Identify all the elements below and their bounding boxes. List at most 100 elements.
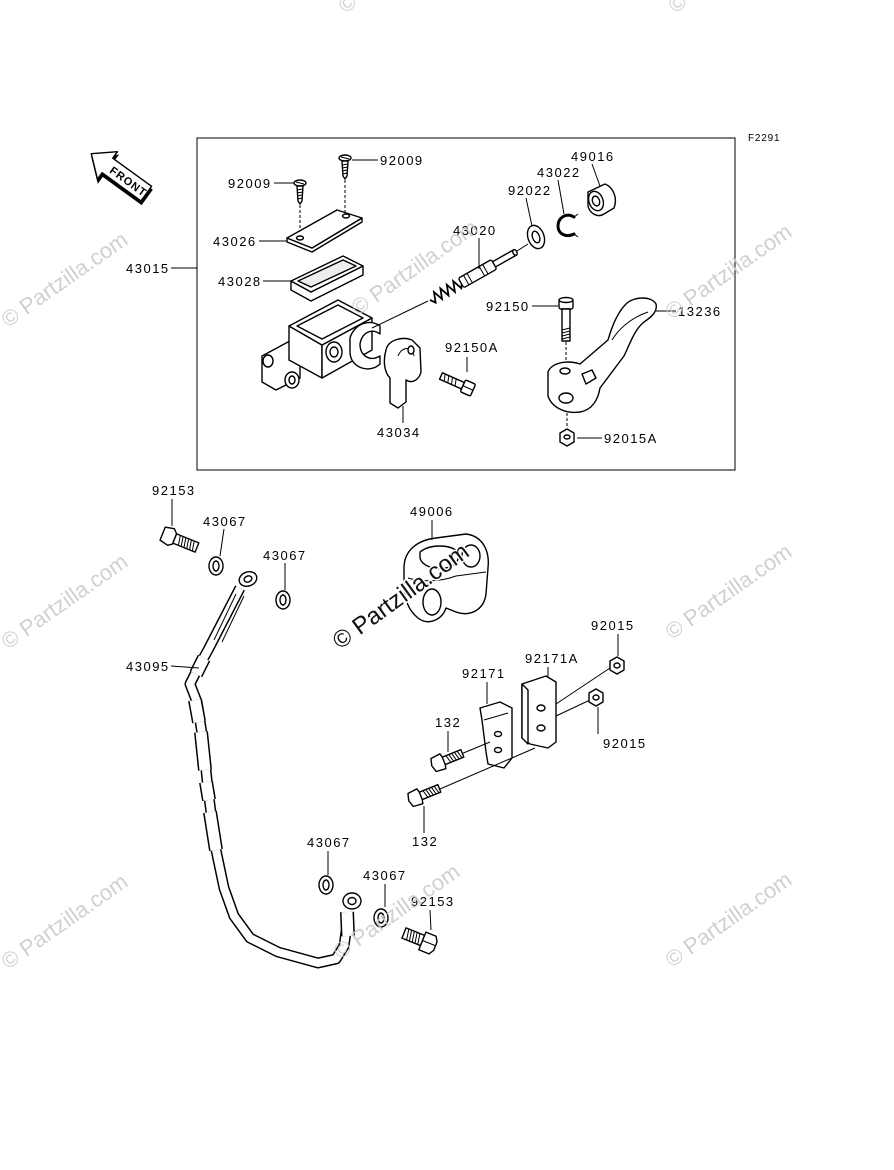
washer-43067-a [208,556,224,576]
callout-92171: 92171 [462,666,506,681]
lever-pivot-hole [558,392,574,404]
callout-43067-c: 43067 [307,835,351,850]
lever-adjuster [581,369,597,385]
callout-43067-d: 43067 [363,868,407,883]
clamp-body [383,337,422,409]
nut-hole [613,662,621,669]
callout-92153-lower: 92153 [411,894,455,909]
bolt-132-upper [430,748,465,773]
banjo-eye-bottom-hole [347,896,357,906]
axis-line [516,243,529,252]
callout-43026: 43026 [213,234,257,249]
callout-92009-top: 92009 [380,153,424,168]
banjo-eye-top-hole [243,575,253,583]
circlip-ring [556,213,576,238]
cap-hole [295,235,305,241]
screw-slot [295,181,305,185]
nut-92015-lower [588,688,604,707]
assembly-frame [196,137,736,471]
bolt-head [159,526,178,547]
watermark: © Partzilla.com [661,219,797,325]
callout-43022: 43022 [537,165,581,180]
housing-seam [407,571,487,582]
hose-fitting [213,593,245,643]
bolt-thread [445,750,463,763]
washer-inner [531,230,541,244]
diaphragm-inner [297,259,357,288]
boot-hole [591,195,601,207]
piston-rod-end [511,248,518,256]
bolt-thread [177,535,195,552]
bolt-shaft [441,748,465,766]
cap-hole [341,213,351,219]
axis-line [371,300,429,329]
bracket-92171A [521,675,557,749]
diaphragm-43028 [290,255,364,302]
screw-92009-left [293,179,307,205]
front-arrow-icon: FRONT [90,150,153,206]
callout-92153-top: 92153 [152,483,196,498]
washer-inner [279,594,287,606]
circlip-43022 [556,213,579,238]
reservoir-cap-43026 [286,209,363,253]
callout-43015: 43015 [126,261,170,276]
clutch-lever-13236 [547,297,658,414]
brake-hose-43095 [184,571,362,969]
callout-92009-left: 92009 [228,176,272,191]
piston-grooves [463,264,489,286]
callout-92150: 92150 [486,299,530,314]
piston-body [458,259,497,288]
screw-slot [340,156,350,160]
washer-inner [377,912,385,924]
bracket-bend [483,712,509,721]
bolt-thread [443,373,457,387]
housing-bore [422,588,442,616]
watermark: © Partzilla.com [0,869,132,975]
body-clamp [349,321,381,370]
front-arrow-body [90,150,153,202]
circlip-tabs [573,213,579,238]
master-cylinder-body [261,299,381,391]
bolt-132-lower [407,783,442,808]
figure-code: F2291 [748,133,780,144]
callout-43067-b: 43067 [263,548,307,563]
cap-top [286,209,363,249]
lever-edge [611,311,649,341]
bolt-head-edge [422,940,436,947]
watermark: © Partzilla.com [347,215,483,321]
cylinder-bore-inner [329,346,339,358]
bolt-shaft [418,783,442,801]
callout-132-upper: 132 [435,715,461,730]
callout-92150A: 92150A [445,340,499,355]
callout-92015-lower: 92015 [603,736,647,751]
callout-43034: 43034 [377,425,421,440]
pivot-bolt-92150 [558,296,574,342]
screw-thread [341,163,349,175]
bolt-shaft [561,308,571,342]
bracket-flange [521,683,529,745]
washer-43067-d [373,908,389,928]
callout-43028: 43028 [218,274,262,289]
callout-92015-upper: 92015 [591,618,635,633]
bolt-92150A [438,372,476,397]
watermark: © Partzilla.com [661,539,797,645]
washer-inner [322,879,330,891]
bolt-head-edge [462,385,474,391]
lever-body [547,297,658,414]
washer-43067-c [318,875,334,895]
washer-92022 [526,224,546,250]
watermark: © Partzilla.com [661,867,797,973]
callout-92022: 92022 [508,183,552,198]
reservoir-opening [296,304,364,340]
hose-fill [186,586,352,967]
banjo-bolt-92153-top [159,526,200,553]
callout-132-lower: 132 [412,834,438,849]
watermark: © Partzilla.com [334,0,470,18]
bracket-hole [493,746,503,754]
callout-43067-a: 43067 [203,514,247,529]
banjo-port-hole [288,375,296,385]
watermark: © Partzilla.com [664,0,800,18]
clamp-43034 [383,337,422,409]
nut-hole [563,434,571,440]
washer-43067-b [275,590,291,610]
